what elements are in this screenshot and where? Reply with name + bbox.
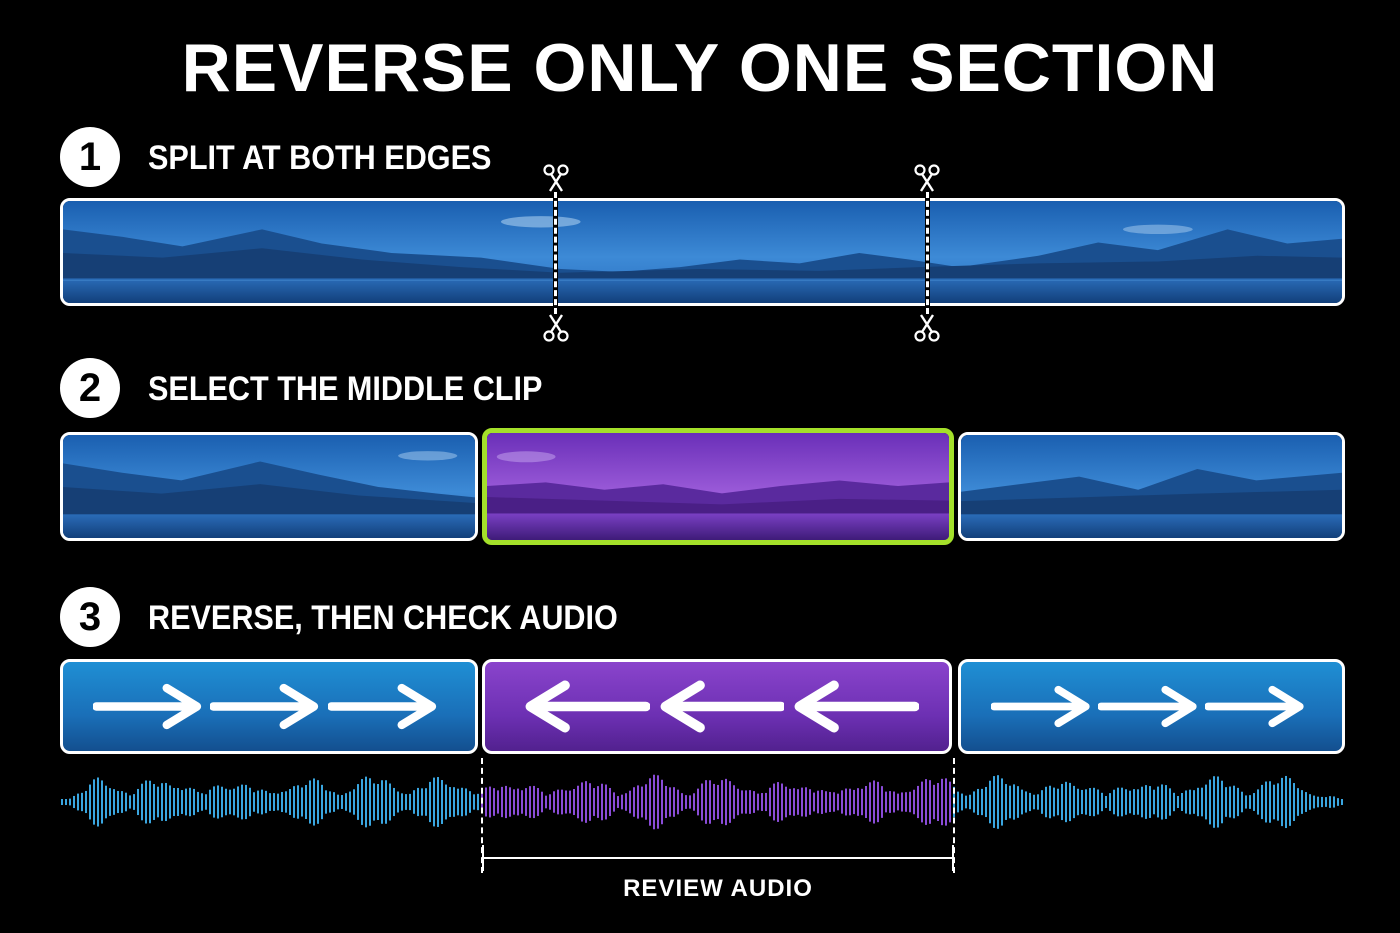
step-3-label: REVERSE, THEN CHECK AUDIO (148, 599, 618, 637)
step-2-label: SELECT THE MIDDLE CLIP (148, 370, 543, 408)
left-clip-forward[interactable] (60, 659, 478, 754)
step-1-label: SPLIT AT BOTH EDGES (148, 139, 492, 177)
step-1-badge: 1 (60, 127, 120, 187)
arrow-right-icon (1098, 685, 1197, 728)
audio-waveform[interactable] (60, 770, 1345, 834)
arrow-left-icon (794, 680, 920, 733)
review-marker-left (481, 758, 483, 873)
right-clip-forward[interactable] (958, 659, 1345, 754)
mountain-lake-thumbnail (961, 435, 1342, 538)
arrow-right-icon (327, 683, 436, 730)
review-marker-right (953, 758, 955, 873)
arrow-right-icon (1205, 685, 1304, 728)
split-line-right[interactable] (926, 192, 929, 314)
right-clip[interactable] (958, 432, 1345, 541)
scissors-icon (914, 314, 940, 342)
arrow-left-icon (525, 680, 650, 733)
review-audio-label: REVIEW AUDIO (623, 875, 813, 902)
mountain-lake-thumbnail (63, 201, 1342, 303)
left-clip[interactable] (60, 432, 478, 541)
arrow-right-icon (93, 683, 202, 730)
mountain-lake-thumbnail-purple (487, 433, 949, 540)
split-line-left[interactable] (554, 192, 557, 314)
arrow-left-icon (660, 680, 785, 733)
review-range-bracket (482, 845, 954, 871)
scissors-icon (543, 164, 569, 192)
mountain-lake-thumbnail (63, 435, 475, 538)
step-2-badge: 2 (60, 358, 120, 418)
middle-clip-reversed[interactable] (482, 659, 952, 754)
arrow-right-icon (991, 685, 1090, 728)
full-clip-track[interactable] (60, 198, 1345, 306)
middle-clip-selected[interactable] (482, 428, 954, 545)
scissors-icon (543, 314, 569, 342)
step-3-badge: 3 (60, 587, 120, 647)
page-title: REVERSE ONLY ONE SECTION (181, 30, 1219, 106)
arrow-right-icon (210, 683, 319, 730)
scissors-icon (914, 164, 940, 192)
